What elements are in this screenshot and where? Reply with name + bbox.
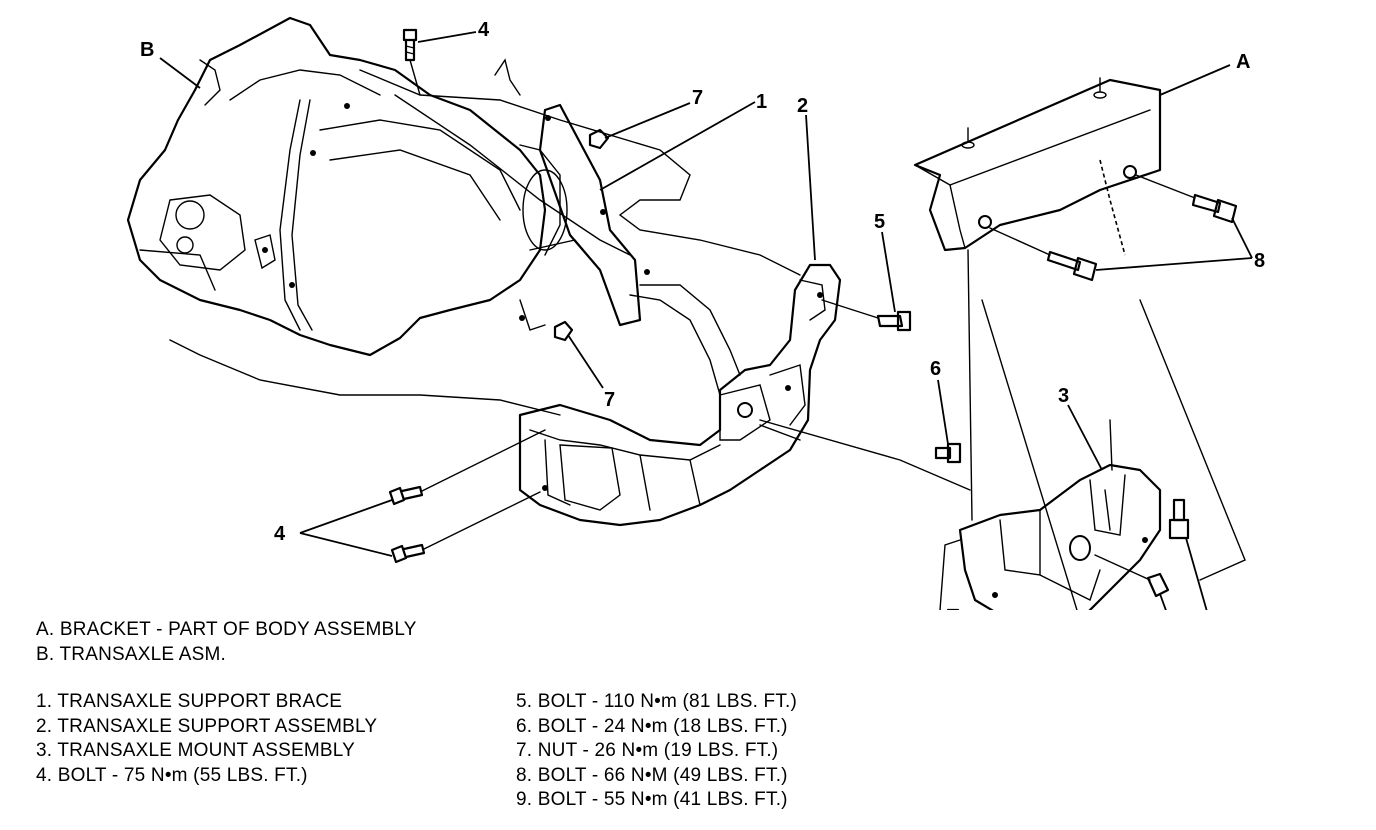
callout-6: 6 (930, 358, 941, 380)
legend-item-1: 1. TRANSAXLE SUPPORT BRACE (36, 691, 343, 712)
bolt-9 (1146, 572, 1170, 598)
bolt-8-middle (1046, 250, 1098, 282)
callout-1: 1 (756, 91, 767, 113)
bolt-4-lower-b (390, 543, 426, 564)
alignment-line-bolt4a (421, 429, 546, 492)
exploded-parts-diagram: A B 1 2 3 4 4 5 6 7 7 8 8 9 (126, 16, 1265, 610)
legend-item-4: 4. BOLT - 75 N•m (55 LBS. FT.) (36, 764, 308, 786)
legend-item-3: 3. TRANSAXLE MOUNT ASSEMBLY (36, 740, 356, 761)
leader-2 (805, 114, 816, 261)
leader-4-top (417, 31, 477, 43)
alignment-line-mount (759, 419, 971, 491)
callout-B: B (140, 39, 154, 61)
leader-8-middle (1095, 257, 1253, 271)
legend-parts-right: 5. BOLT - 110 N•m (81 LBS. FT.) 6. BOLT … (516, 690, 797, 813)
callout-2: 2 (797, 95, 808, 117)
body-bracket (913, 77, 1246, 610)
callout-8-upper: 8 (1254, 250, 1265, 272)
transaxle-support-assembly (518, 263, 842, 527)
bolt-4-lower-a (388, 485, 424, 506)
alignment-line-brace (394, 94, 631, 256)
callout-7-bottom: 7 (604, 389, 615, 411)
bolt-8-lower-right (1168, 498, 1190, 540)
legend-item-2: 2. TRANSAXLE SUPPORT ASSEMBLY (36, 715, 378, 737)
legend-item-5: 5. BOLT - 110 N•m (81 LBS. FT.) (516, 691, 798, 712)
callout-4-bottom: 4 (274, 523, 286, 545)
legend-item-A: A. BRACKET - PART OF BODY ASSEMBLY (36, 619, 417, 640)
leader-9 (1159, 593, 1167, 610)
bolt-6 (934, 442, 962, 464)
leader-A (1159, 64, 1231, 96)
leader-1 (599, 101, 756, 191)
transaxle-assembly (126, 16, 568, 416)
callout-4-top: 4 (478, 19, 490, 41)
leader-B (159, 57, 201, 89)
callout-7-top: 7 (692, 87, 703, 109)
legend-letters: A. BRACKET - PART OF BODY ASSEMBLY B. TR… (36, 618, 417, 667)
leader-8-lower-b (1185, 537, 1208, 610)
leader-6 (937, 379, 949, 445)
alignment-line-bolt5 (821, 299, 879, 319)
leader-8-upper (1231, 217, 1253, 259)
legend-item-9: 9. BOLT - 55 N•m (41 LBS. FT.) (516, 789, 788, 810)
leader-4-bottom-b (299, 532, 393, 557)
leader-3 (1067, 404, 1103, 471)
bolt-8-upper (1191, 193, 1238, 224)
leader-7-top (604, 102, 691, 139)
transaxle-mount-assembly (939, 419, 1162, 610)
bolt-4-top (402, 28, 421, 96)
leader-5 (881, 231, 896, 313)
alignment-line-upper (359, 69, 801, 276)
transaxle-support-brace (519, 103, 650, 331)
legend-item-7: 7. NUT - 26 N•m (19 LBS. FT.) (516, 740, 779, 761)
legend-item-B: B. TRANSAXLE ASM. (36, 643, 226, 665)
leader-7-bottom (567, 334, 604, 389)
alignment-line-bolt8-upper (1135, 174, 1196, 199)
alignment-line-bolt8-mid (989, 227, 1051, 256)
callout-5: 5 (874, 211, 885, 233)
alignment-line-bolt4b (423, 491, 541, 550)
legend-item-6: 6. BOLT - 24 N•m (18 LBS. FT.) (516, 715, 788, 737)
alignment-line-bolt9 (1094, 554, 1151, 581)
callout-A: A (1236, 51, 1250, 73)
nut-7-top (588, 128, 610, 150)
legend-parts-left: 1. TRANSAXLE SUPPORT BRACE 2. TRANSAXLE … (36, 690, 377, 788)
bolt-5 (876, 310, 912, 332)
legend-item-8: 8. BOLT - 66 N•M (49 LBS. FT.) (516, 764, 788, 786)
leader-4-bottom-a (299, 499, 393, 534)
callout-3: 3 (1058, 385, 1069, 407)
